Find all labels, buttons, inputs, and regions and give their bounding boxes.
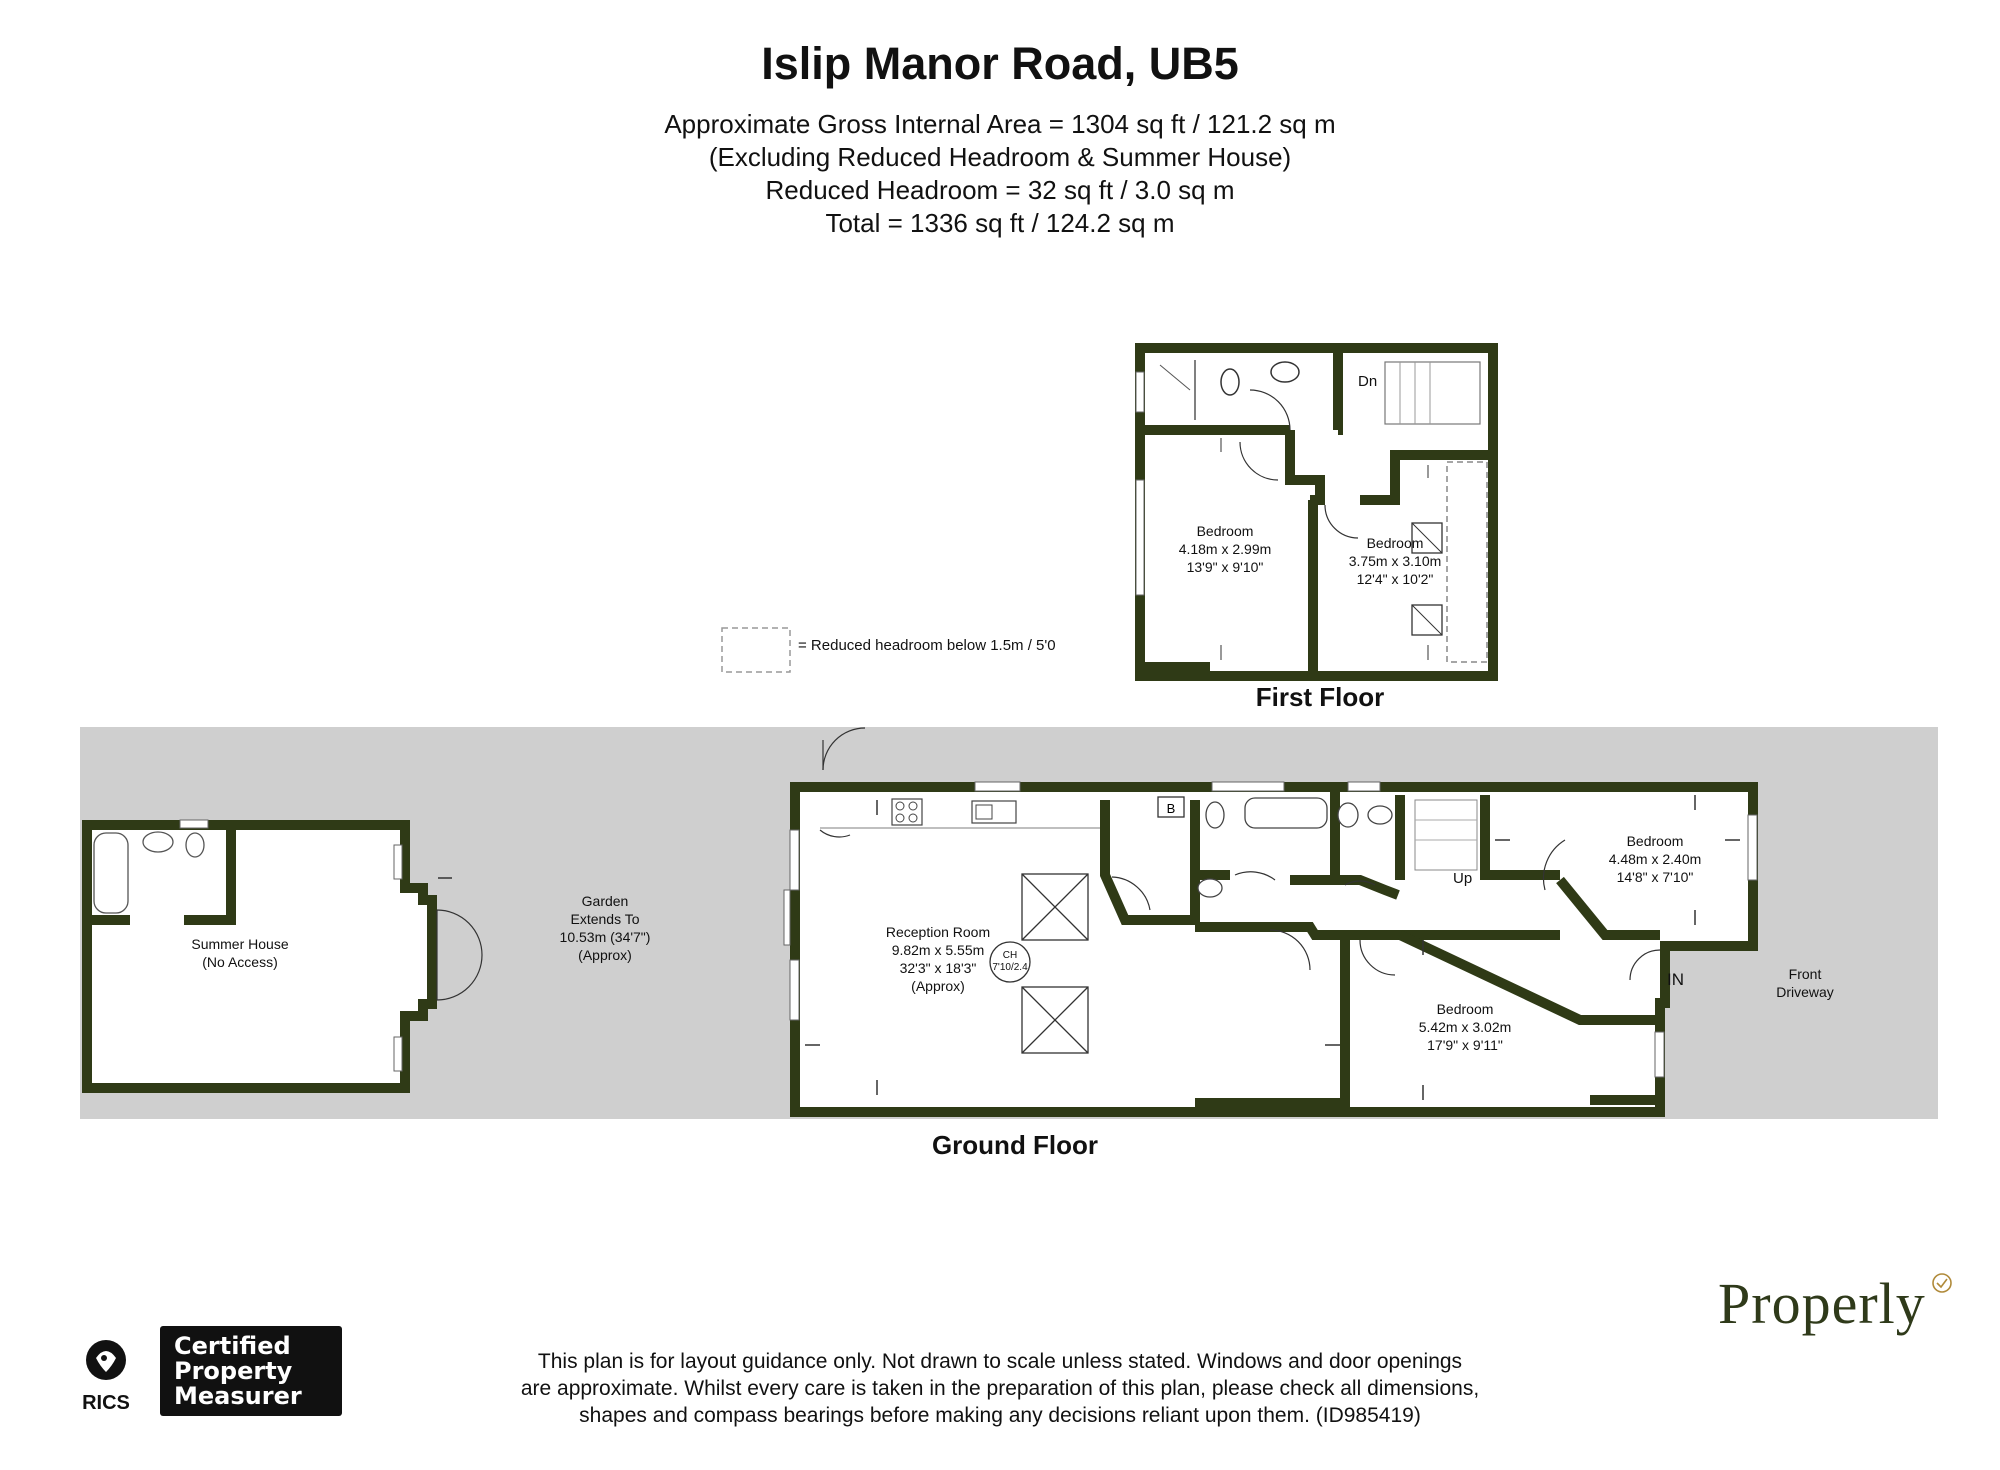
disclaimer: This plan is for layout guidance only. N… — [400, 1348, 1600, 1429]
stairs-down-label: Dn — [1358, 373, 1378, 390]
room-imperial: 13'9" x 9'10" — [1186, 559, 1264, 575]
room-name: Bedroom — [1196, 523, 1254, 539]
room-metric: 3.75m x 3.10m — [1348, 553, 1442, 569]
garden-line-3: 10.53m (34'7") — [559, 929, 651, 945]
disclaimer-line-3: shapes and compass bearings before makin… — [579, 1404, 1421, 1427]
badge-line-1: Certified — [174, 1332, 291, 1360]
ceiling-height-label: CH 7'10/2.4 — [985, 950, 1035, 974]
check-circle-icon — [1932, 1273, 1952, 1293]
room-metric: 5.42m x 3.02m — [1418, 1019, 1512, 1035]
room-name: Summer House — [191, 936, 289, 952]
garden-line-1: Garden — [581, 893, 629, 909]
driveway-line-1: Front — [1788, 966, 1822, 982]
ch-line-2: 7'10/2.4 — [992, 962, 1028, 973]
driveway-line-2: Driveway — [1776, 984, 1834, 1000]
area-line-gross: Approximate Gross Internal Area = 1304 s… — [664, 109, 1336, 139]
legend-text: = Reduced headroom below 1.5m / 5'0 — [798, 637, 1056, 654]
ground-floor-bedroom-rear: Bedroom 5.42m x 3.02m 17'9" x 9'11" — [1400, 1000, 1530, 1054]
room-imperial: 12'4" x 10'2" — [1356, 571, 1434, 587]
summer-house-plan — [82, 819, 483, 1093]
disclaimer-line-2: are approximate. Whilst every care is ta… — [520, 1377, 1480, 1400]
room-metric: 4.18m x 2.99m — [1178, 541, 1272, 557]
first-floor-plan — [1135, 343, 1498, 681]
rics-lion-icon — [86, 1340, 126, 1380]
garden-label: Garden Extends To 10.53m (34'7") (Approx… — [530, 892, 680, 964]
room-imperial: 17'9" x 9'11" — [1427, 1037, 1503, 1053]
first-floor-bedroom-a: Bedroom 4.18m x 2.99m 13'9" x 9'10" — [1160, 522, 1290, 576]
room-name: Bedroom — [1366, 535, 1424, 551]
ground-floor-plan — [438, 727, 1758, 1117]
reduced-headroom-legend-swatch — [721, 627, 791, 673]
badge-line-2: Property — [174, 1357, 293, 1385]
reception-room-label: Reception Room 9.82m x 5.55m 32'3" x 18'… — [868, 923, 1008, 995]
room-name: Reception Room — [885, 924, 991, 940]
disclaimer-line-1: This plan is for layout guidance only. N… — [537, 1350, 1463, 1373]
entrance-label: IN — [1667, 970, 1684, 989]
room-imperial: 32'3" x 18'3" — [899, 960, 977, 976]
area-line-excluding: (Excluding Reduced Headroom & Summer Hou… — [708, 142, 1292, 172]
first-floor-title: First Floor — [1255, 682, 1385, 712]
boiler-label: B — [1167, 801, 1176, 816]
area-line-reduced: Reduced Headroom = 32 sq ft / 3.0 sq m — [765, 175, 1235, 205]
summer-house-label: Summer House (No Access) — [160, 935, 320, 971]
rics-wordmark: RICS — [82, 1392, 130, 1414]
ground-floor-title: Ground Floor — [931, 1130, 1099, 1160]
driveway-label: Front Driveway — [1760, 965, 1850, 1001]
certified-property-measurer-badge: Certified Property Measurer — [160, 1326, 342, 1416]
plan-title: Islip Manor Road, UB5 — [761, 38, 1239, 89]
ground-floor-bedroom-front: Bedroom 4.48m x 2.40m 14'8" x 7'10" — [1600, 832, 1710, 886]
ceiling-height-marker — [989, 941, 1031, 983]
garden-line-2: Extends To — [570, 911, 640, 927]
area-line-total: Total = 1336 sq ft / 124.2 sq m — [825, 208, 1175, 238]
room-note: (No Access) — [202, 954, 278, 970]
brand-logo: Properly — [1718, 1270, 1952, 1337]
badge-line-3: Measurer — [174, 1382, 302, 1410]
rics-logo: RICS — [74, 1336, 138, 1416]
room-note: (Approx) — [911, 978, 965, 994]
room-metric: 4.48m x 2.40m — [1608, 851, 1702, 867]
room-name: Bedroom — [1436, 1001, 1494, 1017]
garden-line-4: (Approx) — [578, 947, 632, 963]
room-metric: 9.82m x 5.55m — [891, 942, 985, 958]
first-floor-bedroom-b: Bedroom 3.75m x 3.10m 12'4" x 10'2" — [1330, 534, 1460, 588]
ch-line-1: CH — [1002, 950, 1018, 961]
brand-name: Properly — [1718, 1271, 1926, 1336]
room-name: Bedroom — [1626, 833, 1684, 849]
stairs-up-label: Up — [1453, 870, 1473, 887]
room-imperial: 14'8" x 7'10" — [1616, 869, 1694, 885]
